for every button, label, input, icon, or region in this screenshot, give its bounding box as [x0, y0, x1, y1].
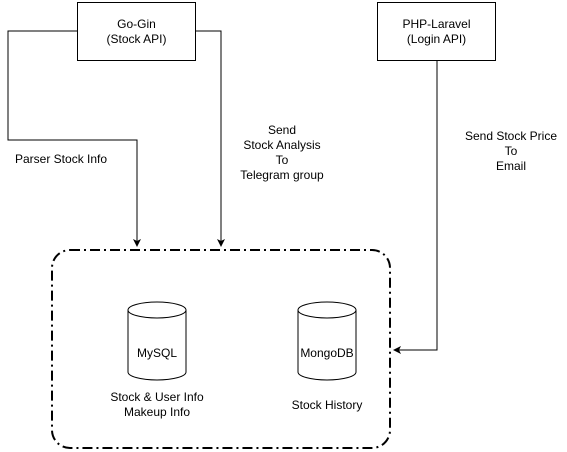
edge-parser-stock-info: [7, 30, 141, 247]
mysql-caption: Stock & User Info Makeup Info: [110, 390, 204, 419]
edge-label-parser: Parser Stock Info: [15, 152, 108, 166]
mongodb-label: MongoDB: [300, 346, 354, 360]
go-gin-title: Go-Gin: [117, 16, 156, 31]
mysql-label: MySQL: [136, 346, 177, 360]
edge-label-telegram: Send Stock Analysis To Telegram group: [240, 123, 324, 182]
php-laravel-subtitle: (Login API): [406, 31, 467, 46]
php-laravel-node: PHP-Laravel (Login API): [377, 2, 496, 61]
php-laravel-title: PHP-Laravel: [402, 16, 471, 31]
edge-send-stock-price: [393, 61, 438, 354]
mongodb-database-icon: [297, 301, 357, 381]
mysql-database-icon: [127, 301, 187, 381]
go-gin-node: Go-Gin (Stock API): [77, 2, 196, 61]
mongodb-caption: Stock History: [291, 398, 363, 412]
go-gin-subtitle: (Stock API): [106, 31, 167, 46]
edge-label-email: Send Stock Price To Email: [464, 129, 558, 173]
edge-send-stock-analysis: [196, 30, 225, 247]
